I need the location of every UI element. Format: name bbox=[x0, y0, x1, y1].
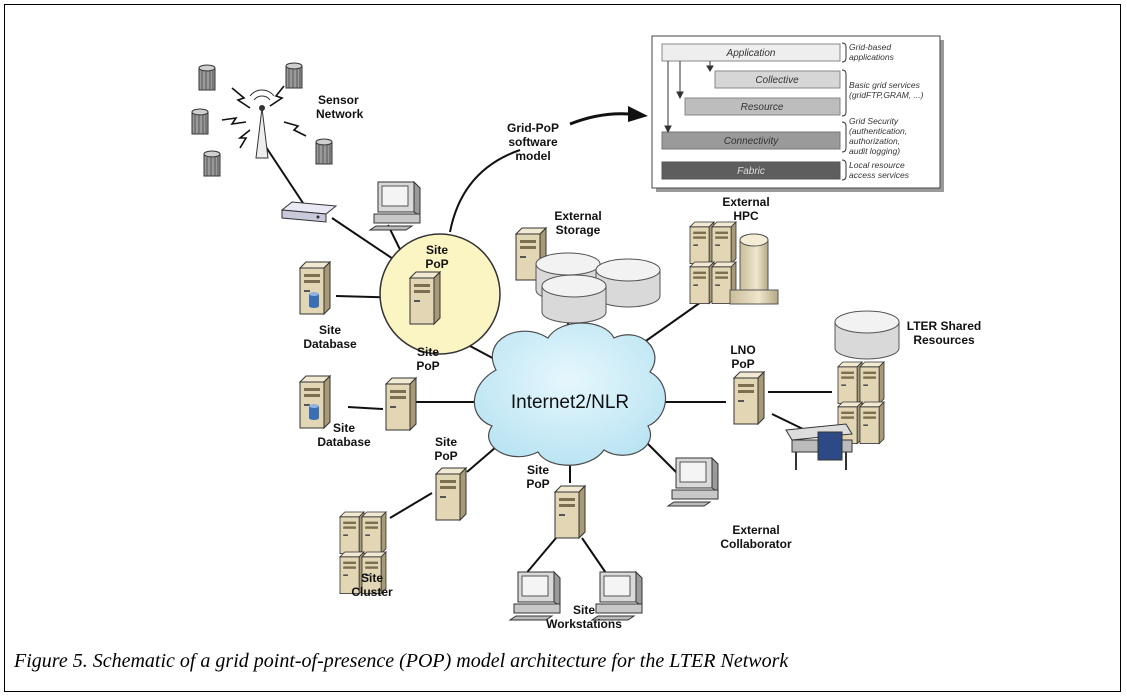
desktop-computer-icon bbox=[369, 181, 421, 231]
site-database-2-icon bbox=[299, 375, 331, 429]
link-cluster-to-pop3 bbox=[389, 492, 433, 519]
stack-desc-security: Grid Security(authentication,authorizati… bbox=[849, 116, 907, 156]
site-pop-server-icon bbox=[409, 271, 441, 325]
site-pop-2-server-icon bbox=[385, 377, 417, 431]
stack-layer-collective bbox=[714, 70, 841, 89]
stack-label-resource: Resource bbox=[741, 102, 784, 113]
external-hpc-cluster-icon bbox=[690, 222, 736, 304]
figure-caption: Figure 5. Schematic of a grid point-of-p… bbox=[14, 650, 789, 672]
site-pop-4-server-icon bbox=[554, 485, 586, 539]
shared-disk-icon bbox=[834, 310, 900, 360]
storage-disk-icon bbox=[541, 274, 607, 324]
stack-label-application: Application bbox=[726, 48, 776, 59]
stack-layer-application bbox=[661, 43, 841, 62]
stack-layer-connectivity bbox=[661, 131, 841, 150]
stack-label-collective: Collective bbox=[755, 75, 799, 86]
workstation-icon bbox=[591, 571, 643, 621]
stack-layer-resource bbox=[684, 97, 841, 116]
sensor-icon bbox=[285, 62, 303, 89]
sensor-icon bbox=[315, 138, 333, 165]
plotter-icon bbox=[785, 423, 853, 470]
sensor-icon bbox=[203, 150, 221, 177]
stack-desc-basic-services: Basic grid services(gridFTP,GRAM, ...) bbox=[849, 80, 924, 100]
collaborator-computer-icon bbox=[667, 457, 719, 507]
lno-pop-server-icon bbox=[733, 371, 765, 425]
router-icon bbox=[280, 201, 338, 223]
stack-label-fabric: Fabric bbox=[737, 166, 765, 177]
cloud-label: Internet2/NLR bbox=[511, 392, 629, 413]
internet-cloud bbox=[473, 322, 667, 466]
grid-stack-panel: Application Collective Resource Connecti… bbox=[651, 35, 944, 192]
antenna-icon bbox=[249, 89, 275, 159]
link-pop4-to-ws2 bbox=[581, 537, 609, 577]
stack-braces bbox=[841, 42, 847, 181]
hpc-tower-icon bbox=[729, 233, 779, 305]
site-pop-3-server-icon bbox=[435, 467, 467, 521]
sensor-network bbox=[191, 62, 333, 177]
workstation-icon bbox=[509, 571, 561, 621]
stack-layers bbox=[661, 43, 841, 180]
sensor-icon bbox=[198, 64, 216, 91]
link-lno-to-plotter bbox=[771, 413, 806, 431]
stack-layer-fabric bbox=[661, 161, 841, 180]
stack-label-connectivity: Connectivity bbox=[724, 136, 779, 147]
site-database-1-icon bbox=[299, 261, 331, 315]
link-pop4-to-ws1 bbox=[523, 537, 557, 577]
stack-arrows bbox=[664, 61, 714, 134]
link-database2-to-pop2 bbox=[347, 406, 384, 410]
link-pop-to-software-model bbox=[449, 149, 521, 233]
pointer-arrow bbox=[569, 106, 648, 126]
lightning-icon bbox=[221, 85, 307, 149]
sensor-icon bbox=[191, 108, 209, 135]
